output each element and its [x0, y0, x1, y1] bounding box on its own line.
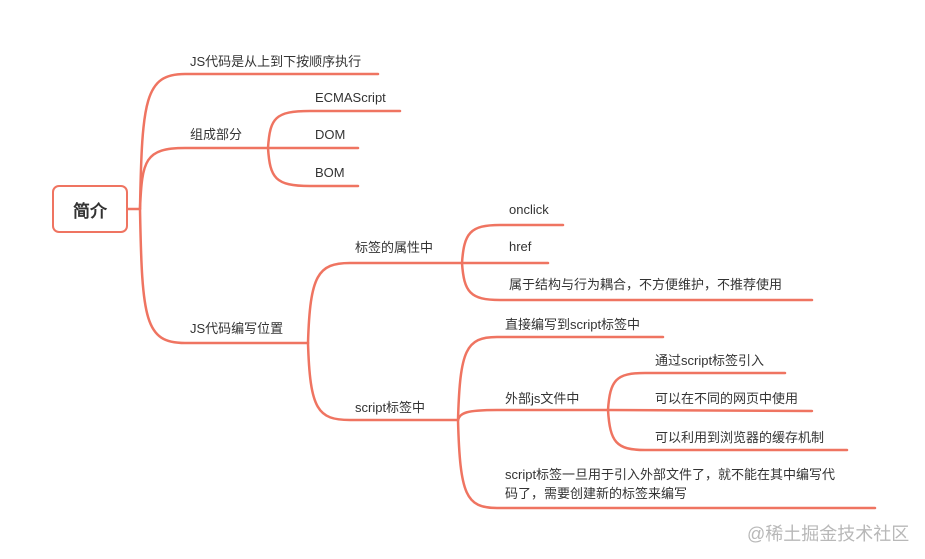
node-dom[interactable]: DOM [315, 127, 346, 142]
node-position[interactable]: JS代码编写位置 [190, 321, 284, 336]
node-external[interactable]: 外部js文件中 [505, 391, 580, 406]
node-onclick[interactable]: onclick [509, 202, 549, 217]
node-ecmascript[interactable]: ECMAScript [315, 90, 386, 105]
node-coupling[interactable]: 属于结构与行为耦合，不方便维护，不推荐使用 [509, 277, 783, 292]
watermark: @稀土掘金技术社区 [747, 524, 910, 544]
node-bom[interactable]: BOM [315, 165, 345, 180]
node-parts[interactable]: 组成部分 [190, 127, 243, 142]
node-direct[interactable]: 直接编写到script标签中 [505, 317, 641, 332]
node-href[interactable]: href [509, 239, 532, 254]
node-order[interactable]: JS代码是从上到下按顺序执行 [190, 54, 362, 69]
node-attr[interactable]: 标签的属性中 [355, 240, 434, 255]
node-reuse[interactable]: 可以在不同的网页中使用 [655, 391, 799, 406]
node-note-line1[interactable]: script标签一旦用于引入外部文件了，就不能在其中编写代 [505, 467, 836, 482]
node-note-line2[interactable]: 码了，需要创建新的标签来编写 [505, 486, 688, 501]
root-node[interactable]: 简介 [52, 185, 128, 233]
node-script[interactable]: script标签中 [355, 400, 426, 415]
node-import[interactable]: 通过script标签引入 [655, 353, 765, 368]
root-label: 简介 [73, 201, 107, 221]
node-cache[interactable]: 可以利用到浏览器的缓存机制 [655, 430, 825, 445]
